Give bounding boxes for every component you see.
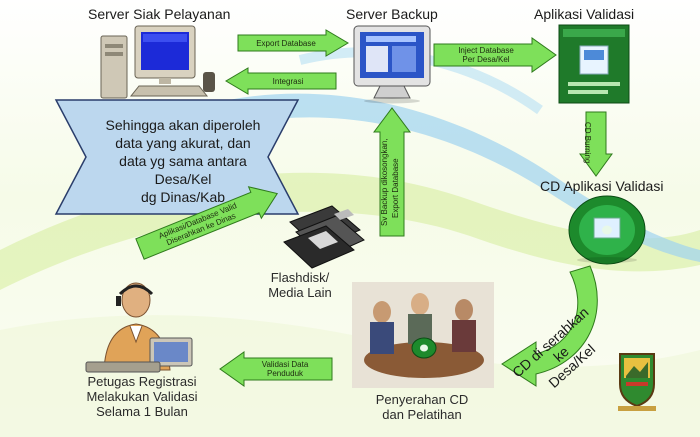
cd-burning-label: CD Burning [583,122,592,164]
sv-backup-label-line2: Export Database [391,158,400,218]
flashdisk-line2: Media Lain [268,285,332,300]
inject-line1: Inject Database [458,46,514,55]
petugas-caption: Petugas Registrasi Melakukan Validasi Se… [52,374,232,419]
penyerahan-line1: Penyerahan CD [375,392,469,407]
banner-line3: data yg sama antara [119,153,247,169]
validasi-data-arrow: Validasi Data Penduduk [219,351,333,387]
validasi-line1: Validasi Data [261,360,309,369]
export-database-arrow: Export Database [237,29,349,57]
flashdisk-caption: Flashdisk/ Media Lain [240,270,360,300]
integrasi-label: Integrasi [272,76,304,86]
integrasi-arrow: Integrasi [225,67,337,95]
meeting-people-icon [352,282,494,388]
banner-line4: Desa/Kel [154,171,212,187]
petugas-line3: Selama 1 Bulan [96,404,188,419]
application-window-icon [558,24,630,104]
inject-database-label: Inject Database Per Desa/Kel [434,38,556,72]
floppy-disks-icon [283,205,365,269]
server-backup-title: Server Backup [346,6,438,22]
penyerahan-line2: dan Pelatihan [382,407,462,422]
flashdisk-line1: Flashdisk/ [270,270,330,285]
banner-line2: data yang akurat, dan [115,135,251,151]
desktop-computer-icon [100,25,215,105]
banner-line1: Sehingga akan diperoleh [105,117,261,133]
penyerahan-caption: Penyerahan CD dan Pelatihan [354,392,490,422]
sv-backup-label-line1: Sv Backup dikosongkan, [380,138,389,226]
inject-database-arrow: Inject Database Per Desa/Kel [433,37,557,73]
export-database-label: Export Database [256,38,316,48]
summary-banner [54,99,300,215]
petugas-line2: Melakukan Validasi [86,389,198,404]
cd-burning-arrow [579,111,613,177]
summary-banner-text: Sehingga akan diperoleh data yang akurat… [88,116,278,206]
server-siak-title: Server Siak Pelayanan [88,6,231,22]
banner-line5: dg Dinas/Kab [140,189,226,205]
validasi-line2: Penduduk [266,369,304,378]
petugas-line1: Petugas Registrasi [87,374,197,389]
inject-line2: Per Desa/Kel [462,55,510,64]
aplikasi-database-valid-arrow: Aplikasi/Database Valid Diserahkan ke Di… [134,178,284,265]
monitor-icon [353,25,431,104]
aplikasi-validasi-title: Aplikasi Validasi [534,6,635,22]
cd-serahkan-arrow [501,265,598,387]
operator-headset-icon [85,282,193,373]
validasi-data-label: Validasi Data Penduduk [220,352,332,386]
regional-emblem-icon [618,353,656,411]
cd-aplikasi-validasi-title: CD Aplikasi Validasi [540,178,664,194]
cd-disc-icon [568,195,646,265]
sv-backup-arrow [373,107,411,237]
